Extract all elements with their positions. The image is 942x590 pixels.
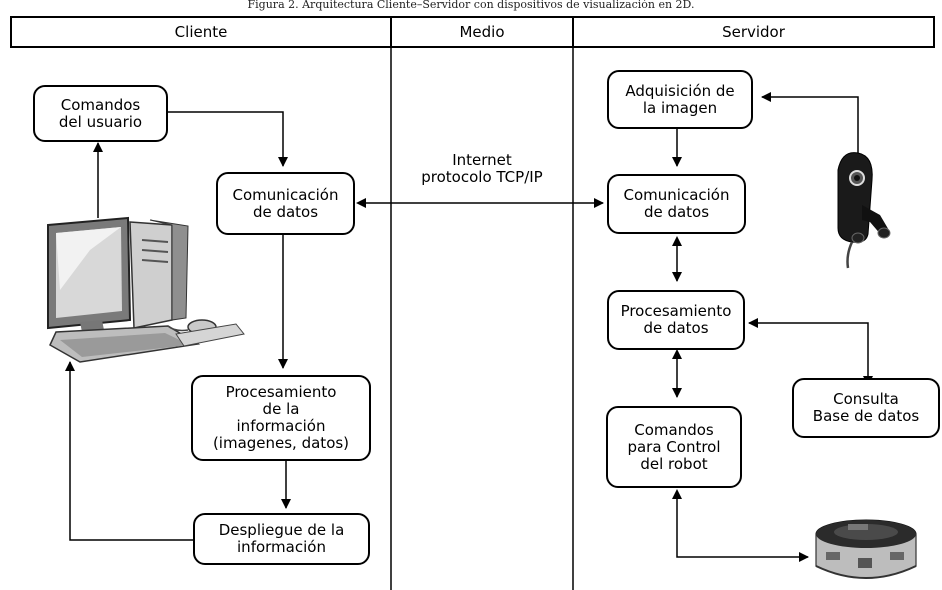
arrow-db-processing (748, 318, 873, 386)
lane-header-medium: Medio (390, 16, 574, 48)
arrow-commands-to-comm (168, 111, 288, 167)
arrow-display-to-pc (65, 361, 193, 541)
db-query-node: Consulta Base de datos (792, 378, 940, 438)
server-data-comm-node: Comunicación de datos (607, 174, 746, 234)
desktop-computer-icon (47, 216, 245, 363)
user-commands-node: Comandos del usuario (33, 85, 168, 142)
info-display-node: Despliegue de la información (193, 513, 370, 565)
figure-caption: Figura 2. Arquitectura Cliente–Servidor … (247, 0, 695, 11)
robot-commands-node: Comandos para Control del robot (606, 406, 742, 488)
internet-protocol-label: Internet protocolo TCP/IP (421, 151, 543, 186)
lane-header-server: Servidor (572, 16, 935, 48)
lane-header-client: Cliente (10, 16, 392, 48)
info-processing-node: Procesamiento de la información (imagene… (191, 375, 371, 461)
data-processing-node: Procesamiento de datos (607, 290, 745, 350)
image-acquisition-node: Adquisición de la imagen (607, 70, 753, 129)
webcam-icon (837, 152, 891, 269)
mobile-robot-icon (815, 519, 917, 579)
client-data-comm-node: Comunicación de datos (216, 172, 355, 235)
arrow-robotcmd-robot (672, 489, 809, 562)
